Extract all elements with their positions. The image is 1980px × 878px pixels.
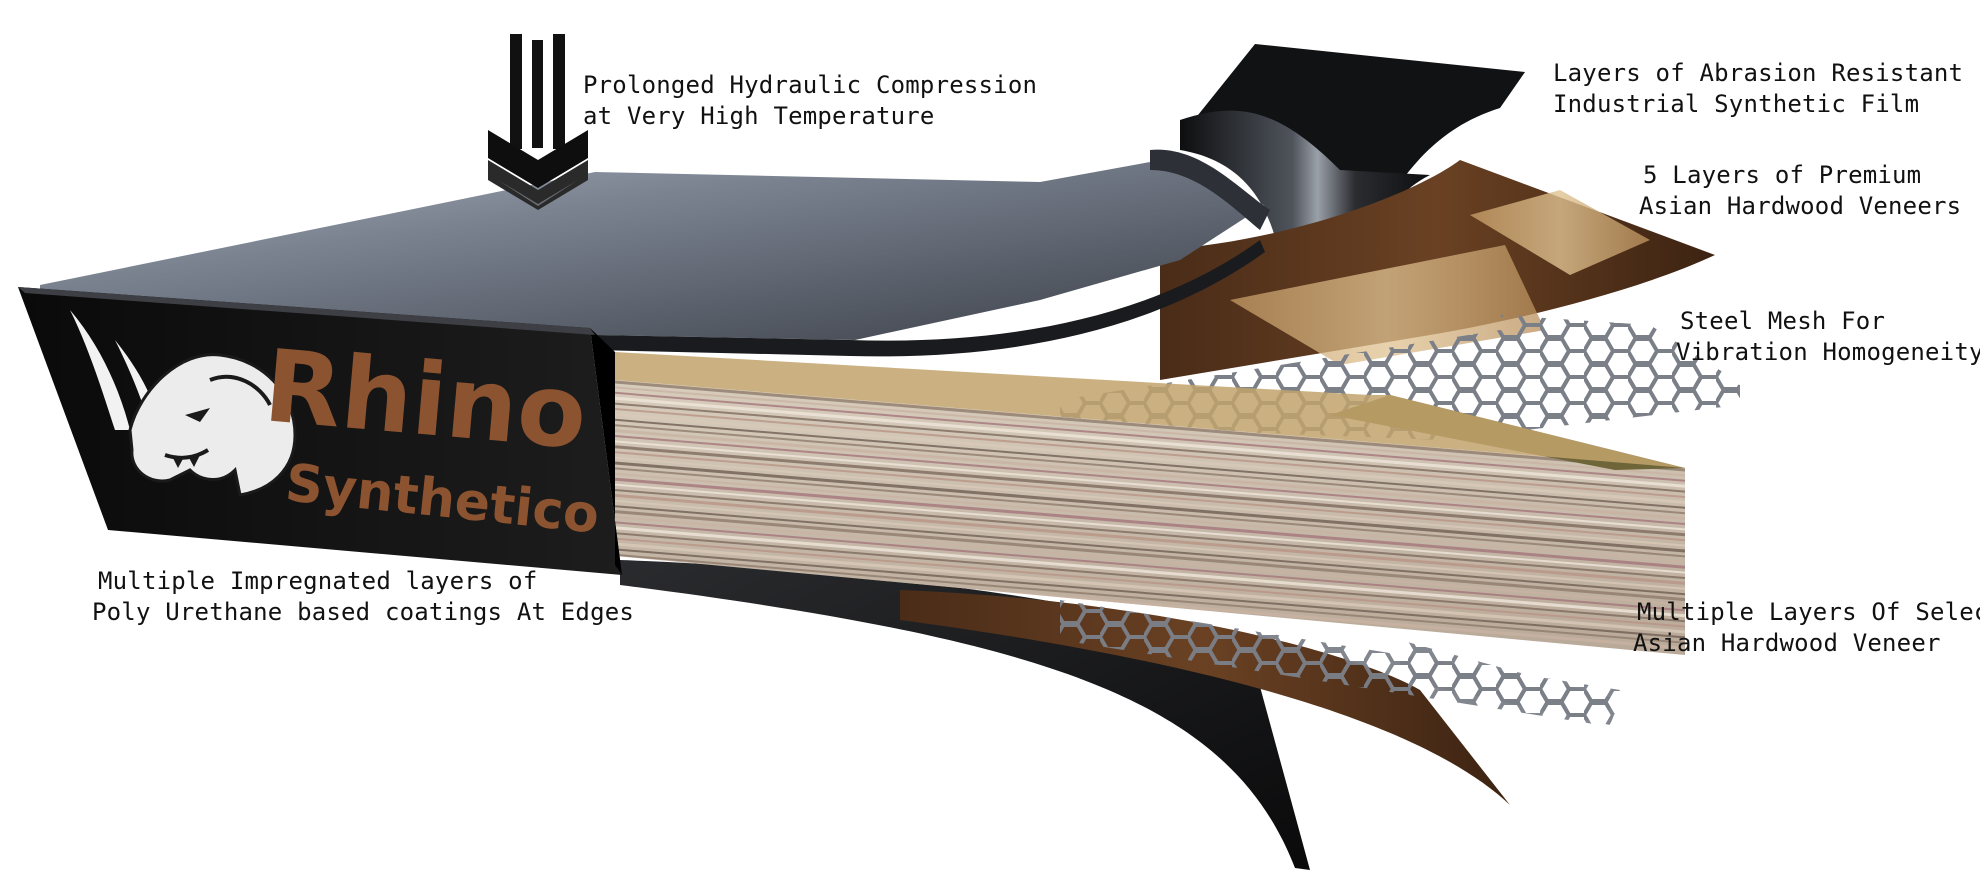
core-lamination-line <box>615 499 1685 590</box>
core-lamination-line <box>615 526 1685 618</box>
core-lamination-line <box>615 402 1685 493</box>
core-lamination-line <box>615 472 1685 563</box>
core-lamination-line <box>615 396 1685 488</box>
core-lamination-line <box>615 537 1685 628</box>
core-lamination-line <box>615 429 1685 521</box>
top-surface <box>40 149 1270 357</box>
core-lamination-line <box>615 440 1685 531</box>
brand-name-line1: Rhino <box>260 327 591 472</box>
rhino-head-icon <box>70 310 297 497</box>
down-arrow-icon <box>488 34 588 210</box>
callout-compression-line2: at Very High Temperature <box>583 102 935 130</box>
premium-veneer-layers <box>1160 160 1715 380</box>
core-lamination-line <box>615 380 1685 472</box>
callout-steel-mesh: Steel Mesh For Vibration Homogeneity <box>1676 306 1980 368</box>
core-lamination-line <box>615 516 1685 606</box>
core-lamination-line <box>615 505 1685 596</box>
callout-compression-line1: Prolonged Hydraulic Compression <box>583 71 1038 99</box>
callout-film-line1: Layers of Abrasion Resistant <box>1553 59 1964 87</box>
core-lamination-line <box>615 489 1685 579</box>
callout-film-line2: Industrial Synthetic Film <box>1553 90 1920 118</box>
core-lamination-line <box>615 483 1685 574</box>
callout-edges-line2: Poly Urethane based coatings At Edges <box>92 598 635 626</box>
logo-panel: Rhino Synthetico <box>18 287 622 575</box>
callout-premium-veneers: 5 Layers of Premium Asian Hardwood Venee… <box>1639 160 1961 222</box>
core-lamination-line <box>615 493 1685 585</box>
callout-premium-line1: 5 Layers of Premium <box>1643 161 1922 189</box>
callout-edge-coatings: Multiple Impregnated layers of Poly Uret… <box>92 566 634 628</box>
core-lamination-line <box>615 418 1685 509</box>
plywood-core <box>615 352 1685 655</box>
callout-select-line2: Asian Hardwood Veneer <box>1633 629 1941 657</box>
callout-compression: Prolonged Hydraulic Compression at Very … <box>583 70 1037 132</box>
callout-edges-line1: Multiple Impregnated layers of <box>98 567 538 595</box>
core-lamination-line <box>615 542 1685 634</box>
core-lamination-line <box>615 548 1685 639</box>
callout-film: Layers of Abrasion Resistant Industrial … <box>1553 58 1963 120</box>
callout-mesh-line2: Vibration Homogeneity <box>1676 338 1980 366</box>
core-lamination-line <box>615 445 1685 537</box>
core-lamination-line <box>615 386 1685 477</box>
core-lamination-line <box>615 553 1685 644</box>
core-lamination-line <box>615 451 1685 542</box>
bottom-layers <box>620 560 1620 870</box>
core-lamination-line <box>615 435 1685 525</box>
core-lamination-line <box>615 461 1685 553</box>
core-lamination-line <box>615 532 1685 623</box>
core-lamination-line <box>615 456 1685 547</box>
core-lamination-line <box>615 424 1685 515</box>
callout-select-line1: Multiple Layers Of Select <box>1637 598 1980 626</box>
core-lamination-line <box>615 521 1685 612</box>
callout-mesh-line1: Steel Mesh For <box>1680 307 1886 335</box>
callout-premium-line2: Asian Hardwood Veneers <box>1639 192 1962 220</box>
core-lamination-line <box>615 391 1685 482</box>
core-lamination-line <box>615 477 1685 569</box>
core-lamination-line <box>615 467 1685 558</box>
core-lamination-line <box>615 412 1685 504</box>
core-lamination-line <box>615 408 1685 498</box>
callout-select-veneer: Multiple Layers Of Select Asian Hardwood… <box>1633 597 1980 659</box>
core-lamination-line <box>615 510 1685 602</box>
